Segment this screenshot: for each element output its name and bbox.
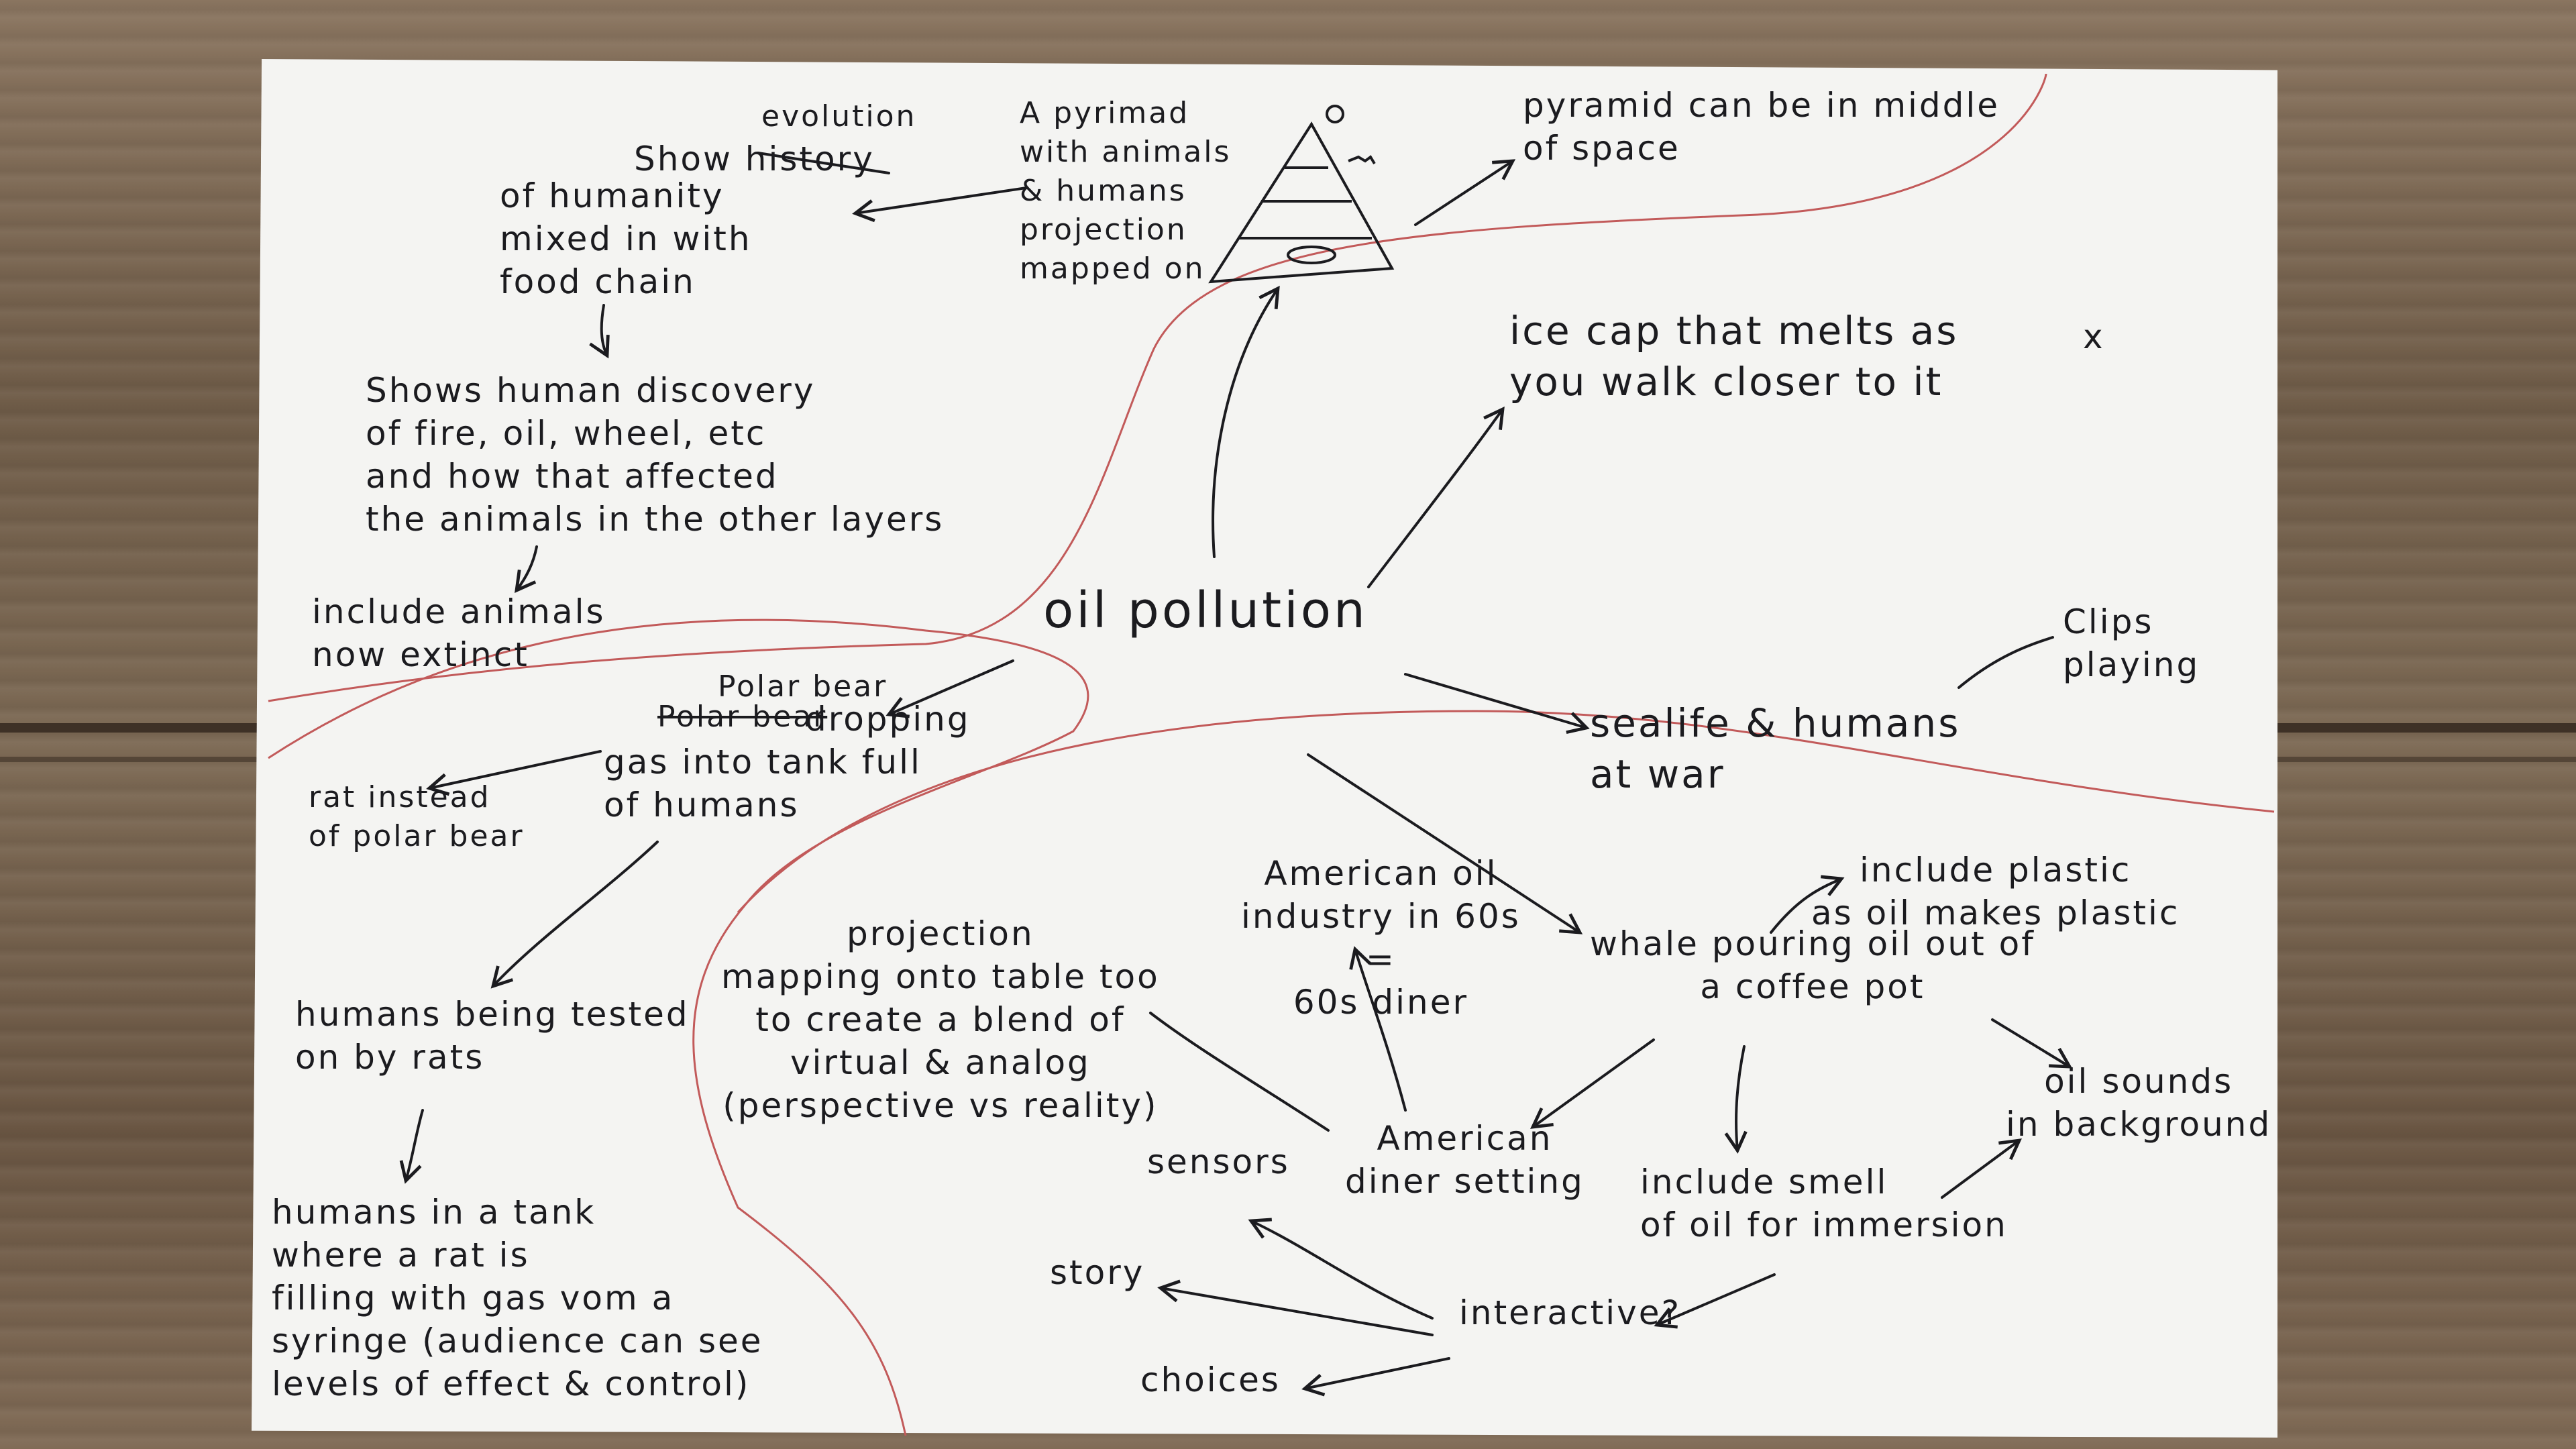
note-diner-setting: American diner setting (1345, 1119, 1585, 1201)
arrow-tested-to-tank (399, 1109, 424, 1184)
note-show-history: Show history (634, 140, 875, 178)
note-oil-sounds: oil sounds in background (2006, 1062, 2272, 1144)
arrow-whale-to-diner (1529, 1038, 1655, 1129)
line-diner-to-projection (1149, 1012, 1330, 1132)
arrow-center-to-polarbear (885, 659, 1014, 718)
note-smell: include smell of oil for immersion (1640, 1163, 2008, 1244)
pyramid-animal (1348, 155, 1376, 165)
note-choices: choices (1140, 1360, 1281, 1399)
note-pyramid-description: A pyrimad with animals & humans projecti… (1020, 96, 1232, 286)
red-region-borders (268, 73, 2275, 1436)
red-border-top (268, 73, 2047, 702)
red-border-lower (737, 710, 2275, 914)
arrow-center-to-sealife (1404, 673, 1590, 735)
arrow-interactive-to-story (1157, 1279, 1434, 1336)
arrow-to-pyramid-middle (1414, 159, 1516, 226)
note-rat-instead: rat instead of polar bear (309, 780, 525, 853)
note-story: story (1050, 1253, 1145, 1292)
note-pyramid-middle: pyramid can be in middle of space (1523, 86, 2000, 168)
arrow-to-tested (490, 841, 659, 989)
note-clips: Clips playing (2063, 602, 2200, 684)
arrow-humanity-to-discovery (589, 304, 610, 359)
arrow-whale-to-oilsounds (1991, 1018, 2073, 1069)
arrow-center-to-pyramid (1212, 285, 1280, 558)
pyramid-human-figure (1326, 105, 1344, 123)
note-oil-industry: American oil industry in 60s = 60s diner (1241, 854, 1521, 1022)
arrow-center-to-icecap (1367, 406, 1505, 588)
line-sealife-to-clips (1957, 636, 2054, 689)
note-dropping: dropping gas into tank full of humans (604, 700, 971, 824)
note-polar-bear-new: Polar bear (718, 669, 888, 704)
note-polar-bear-struck: Polar bear (657, 700, 828, 734)
arrow-diner-to-industry (1349, 946, 1407, 1112)
arrow-to-humanity (852, 186, 1028, 223)
note-sensors: sensors (1147, 1142, 1290, 1181)
note-tested: humans being tested on by rats (295, 995, 690, 1077)
note-interactive: interactive? (1459, 1293, 1682, 1332)
note-humanity: of humanity mixed in with food chain (500, 176, 752, 301)
pyramid-outline (1208, 121, 1395, 284)
note-plastic: include plastic as oil makes plastic (1811, 851, 2180, 932)
note-evolution: evolution (761, 99, 917, 133)
red-border-middle (268, 619, 1089, 1436)
note-whale: whale pouring oil out of a coffee pot (1590, 924, 2035, 1006)
arrow-center-to-whale (1307, 753, 1583, 934)
arrow-whale-to-plastic (1770, 875, 1845, 934)
note-discovery: Shows human discovery of fire, oil, whee… (366, 371, 945, 539)
arrow-smell-to-oilsounds (1941, 1138, 2022, 1199)
arrow-to-rat-instead (426, 750, 602, 796)
note-sealife: sealife & humans at war (1590, 700, 1961, 797)
arrow-whale-to-smell (1724, 1045, 1748, 1154)
pyramid-creature (1287, 246, 1336, 264)
central-topic: oil pollution (1043, 582, 1368, 639)
arrow-discovery-to-extinct (515, 545, 538, 593)
note-tank: humans in a tank where a rat is filling … (272, 1193, 763, 1403)
arrow-interactive-to-choices (1301, 1357, 1450, 1397)
note-projection-table: projection mapping onto table too to cre… (721, 914, 1160, 1125)
arrows (399, 152, 2073, 1397)
note-x-mark: x (2083, 317, 2105, 356)
strike-show-history (757, 152, 890, 174)
arrow-smell-to-interactive (1654, 1273, 1776, 1329)
note-ice-cap: ice cap that melts as you walk closer to… (1509, 308, 1959, 405)
note-extinct: include animals now extinct (312, 592, 606, 674)
pyramid-sketch (1208, 105, 1395, 284)
arrow-interactive-to-sensors (1248, 1218, 1434, 1320)
